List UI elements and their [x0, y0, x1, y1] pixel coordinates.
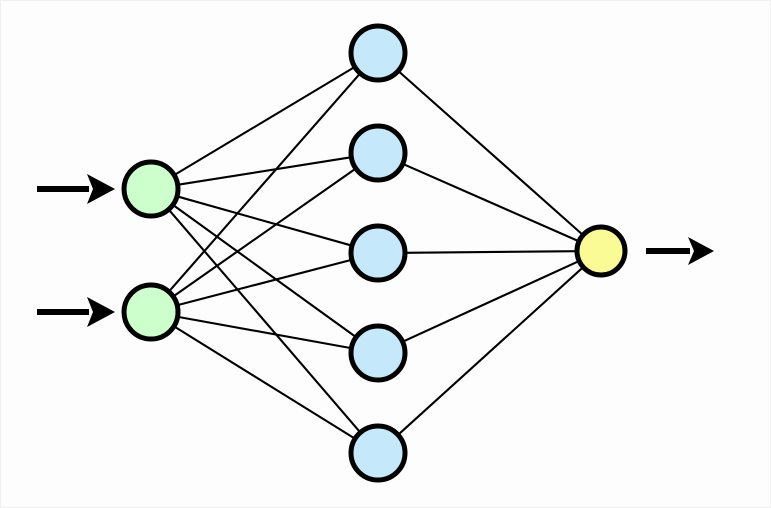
edge-i2-h1 [167, 71, 362, 294]
edge-i2-h5 [172, 324, 357, 441]
edge-i2-h3 [175, 258, 354, 307]
output-layer [574, 224, 628, 278]
hidden-node-4[interactable] [348, 323, 408, 383]
edge-i2-h2 [171, 166, 358, 299]
output-arrow-1-head [688, 237, 714, 265]
input-arrow-2-head [87, 297, 115, 327]
input-arrow-1 [37, 174, 115, 204]
hidden-node-3[interactable] [348, 223, 408, 283]
input-arrow-1-head [87, 174, 115, 204]
edge-h5-o1 [396, 265, 586, 437]
edge-i1-h3 [174, 195, 355, 247]
edge-i1-h5 [166, 207, 363, 435]
output-node-1[interactable] [574, 224, 628, 278]
nodes-group [121, 23, 628, 483]
input-node-1[interactable] [121, 159, 181, 219]
input-layer [121, 159, 181, 342]
edge-h4-o1 [400, 259, 582, 344]
edge-i1-h4 [171, 203, 358, 339]
edge-h2-o1 [400, 162, 581, 243]
hidden-layer [348, 23, 408, 483]
output-arrow-1 [646, 237, 714, 265]
edge-h1-o1 [396, 69, 585, 237]
input-arrow-2 [37, 297, 115, 327]
edge-i2-h4 [175, 315, 354, 350]
edges-group [166, 65, 586, 441]
hidden-node-2[interactable] [348, 123, 408, 183]
io-arrows-group [37, 174, 714, 327]
hidden-node-1[interactable] [348, 23, 408, 83]
edge-i1-h1 [172, 65, 357, 177]
edge-i1-h2 [175, 156, 354, 186]
edge-h3-o1 [402, 250, 580, 254]
input-node-2[interactable] [121, 282, 181, 342]
hidden-node-5[interactable] [348, 423, 408, 483]
